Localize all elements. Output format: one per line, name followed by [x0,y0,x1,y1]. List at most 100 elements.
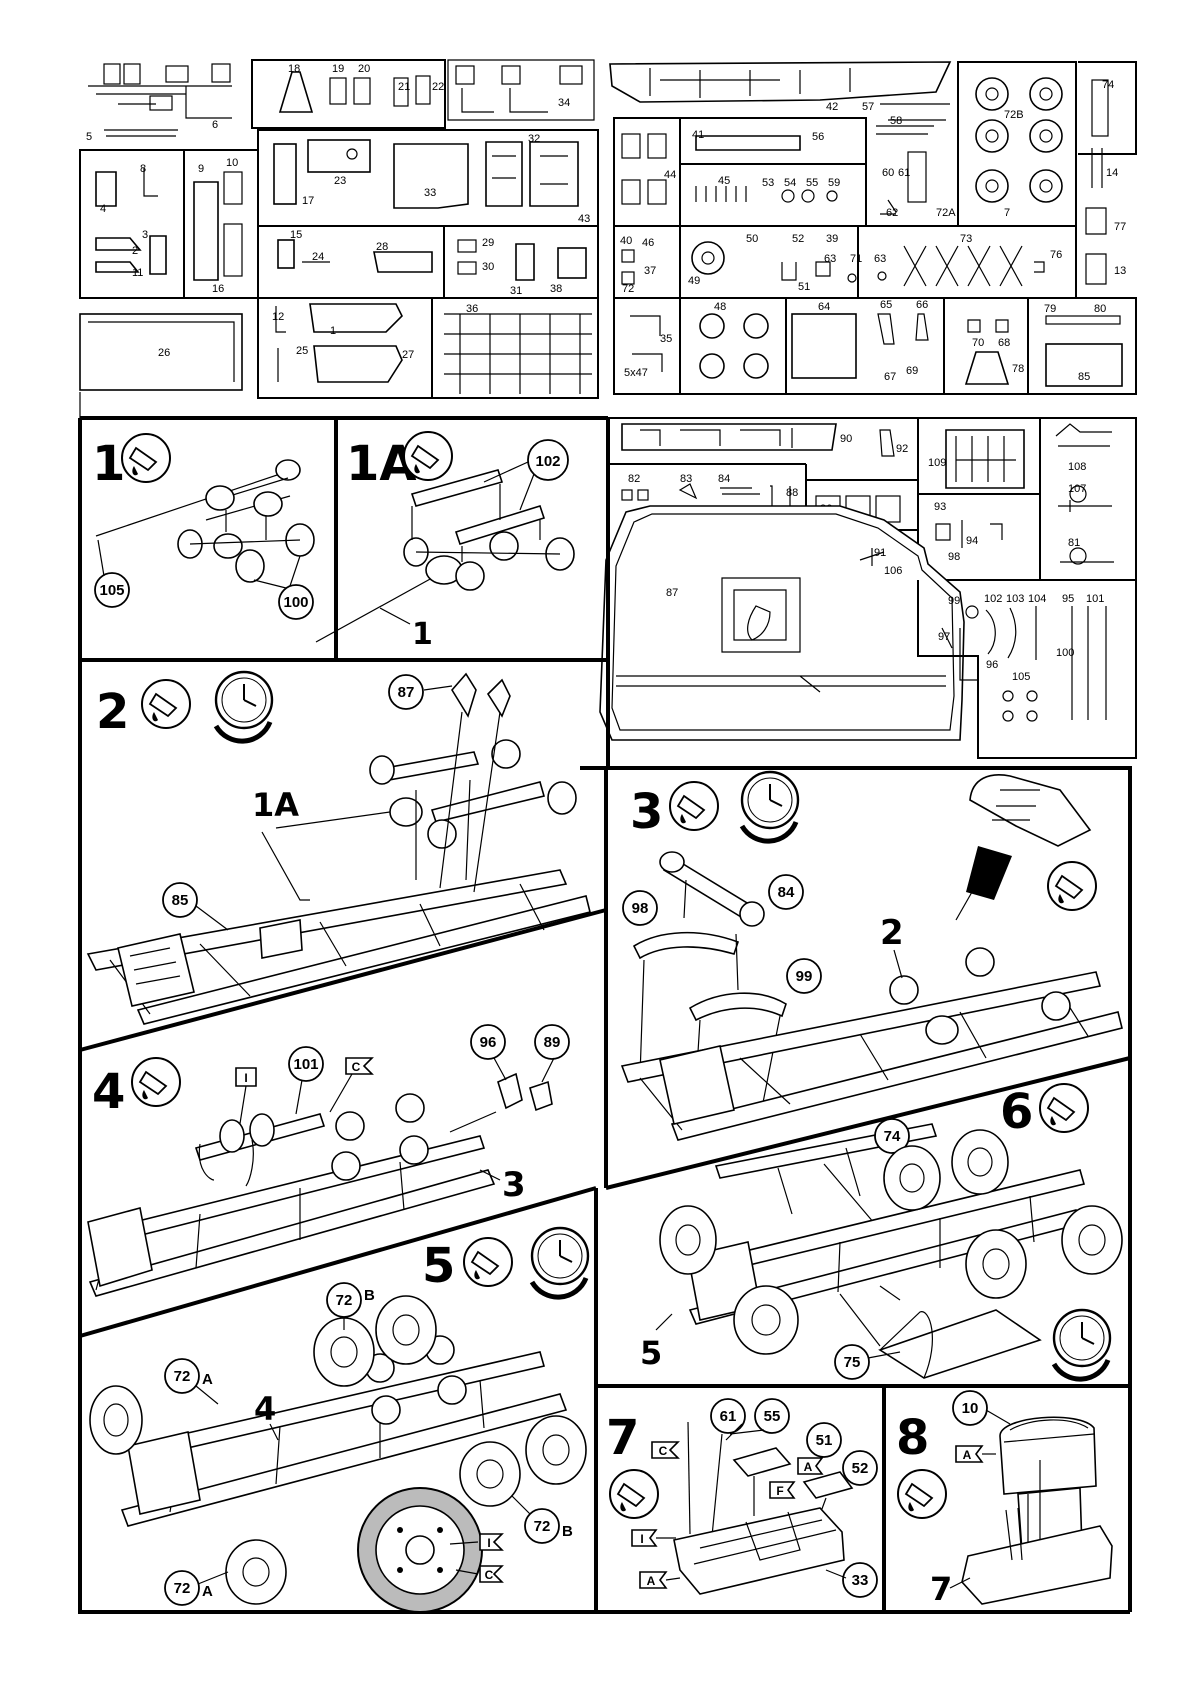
callout-suffix: A [202,1583,213,1600]
sprue-group-48: 64 65 66 67 69 [785,297,945,395]
assembly-ref: 2 [880,913,904,953]
callout-number: 75 [844,1354,861,1371]
part-number: 31 [510,285,522,297]
callout: 55 [754,1398,790,1434]
part-number: 55 [806,177,818,189]
part-number: 23 [334,175,346,187]
callout-number: 96 [480,1034,497,1051]
callout-number: 89 [544,1034,561,1051]
flag-letter: I [244,1071,247,1085]
flag-letter: C [485,1568,494,1582]
paint-flag: A [639,1571,668,1589]
part-number: 19 [332,63,344,75]
part-number: 59 [828,177,840,189]
callout: 72 [524,1508,560,1544]
wheel [733,1285,799,1355]
part-number: 99 [948,595,960,607]
callout: 33 [842,1562,878,1598]
step-number: 8 [896,1410,929,1466]
callout-number: 74 [884,1128,901,1145]
part-number: 27 [402,349,414,361]
part-number: 51 [798,281,810,293]
callout: 96 [470,1024,506,1060]
panel-frames [78,416,1132,1614]
part-number: 2 [132,245,138,257]
part-number: 30 [482,261,494,273]
callout: 61 [710,1398,746,1434]
wheel [883,1145,941,1211]
part-number: 26 [158,347,170,359]
part-number: 13 [1114,265,1126,277]
sprue-group-71-73: 63 73 76 77 13 [858,207,1126,299]
part-number: 61 [898,167,910,179]
part-number: 32 [528,133,540,145]
step-2: 2 87 1A 85 [86,670,591,1025]
part-number: 107 [1068,483,1086,495]
flag-letter: A [647,1574,656,1588]
part-number: 17 [302,195,314,207]
part-number: 14 [1106,167,1118,179]
callout-number: 72 [174,1580,191,1597]
part-number: 56 [812,131,824,143]
assembly-ref: 4 [254,1390,276,1428]
sprue-layout: 5 6 18 19 20 21 22 34 42 [79,59,1137,418]
sprue-group-42-57: 42 57 74 [609,61,1137,155]
callout-number: 72 [174,1368,191,1385]
callout-number: 10 [962,1400,979,1417]
part-number: 65 [880,299,892,311]
wheel [1061,1205,1123,1275]
part-number: 95 [1062,593,1074,605]
assembly-ref: 7 [930,1570,952,1608]
part-number: 64 [818,301,830,313]
part-number: 10 [226,157,238,169]
sprue-group-2-11: 8 10 9 4 3 2 11 16 [79,149,259,299]
paint-flag: F [769,1481,796,1499]
callout-number: 33 [852,1572,869,1589]
sprue-group-12-26: 12 25 1 27 [257,297,433,399]
callout-suffix: A [202,1371,213,1388]
part-number: 96 [986,659,998,671]
sprue-group-68-70: 70 68 78 [943,297,1029,395]
flag-letter: I [487,1536,490,1550]
part-number: 60 [882,167,894,179]
part-number: 34 [558,97,570,109]
wheel-detail-enlarged [357,1487,483,1613]
assembly-ref: 1A [252,786,299,824]
part-number: 68 [998,337,1010,349]
flag-letter: C [659,1444,668,1458]
part-number: 79 [1044,303,1056,315]
part-number: 97 [938,631,950,643]
sprue-group-28-31: 29 30 31 38 [443,225,599,299]
glue-tube-icon [403,431,453,481]
step-1: 1 105 100 [92,433,315,620]
paint-flag: C [479,1565,504,1583]
glue-tube-icon [463,1237,513,1287]
part-number: 35 [660,333,672,345]
part-number: 82 [628,473,640,485]
callout-number: 55 [764,1408,781,1425]
step-3: 3 84 98 99 2 [620,770,1123,1141]
callout-number: 100 [283,594,308,611]
flag-letter: A [804,1460,813,1474]
step-7: 7 61 55 51 52 33 C I A F A [606,1398,878,1598]
drying-time-clock-icon [739,770,800,844]
wheel [375,1295,437,1365]
callout-number: 61 [720,1408,737,1425]
part-number: 69 [906,365,918,377]
part-number: 22 [432,81,444,93]
callout: 72 [164,1570,200,1606]
part-number: 72 [622,283,634,295]
assembly-ref: 5 [640,1334,662,1372]
paint-flag: C [345,1057,374,1075]
step-number: 6 [1000,1084,1033,1140]
part-number: 101 [1086,593,1104,605]
part-number: 5 [86,131,92,143]
part-number: 46 [642,237,654,249]
part-number: 6 [212,119,218,131]
callout: 102 [527,439,569,481]
part-number: 92 [896,443,908,455]
paint-flag: I [631,1529,658,1547]
part-number: 36 [466,303,478,315]
paint-flag: I [479,1533,504,1551]
